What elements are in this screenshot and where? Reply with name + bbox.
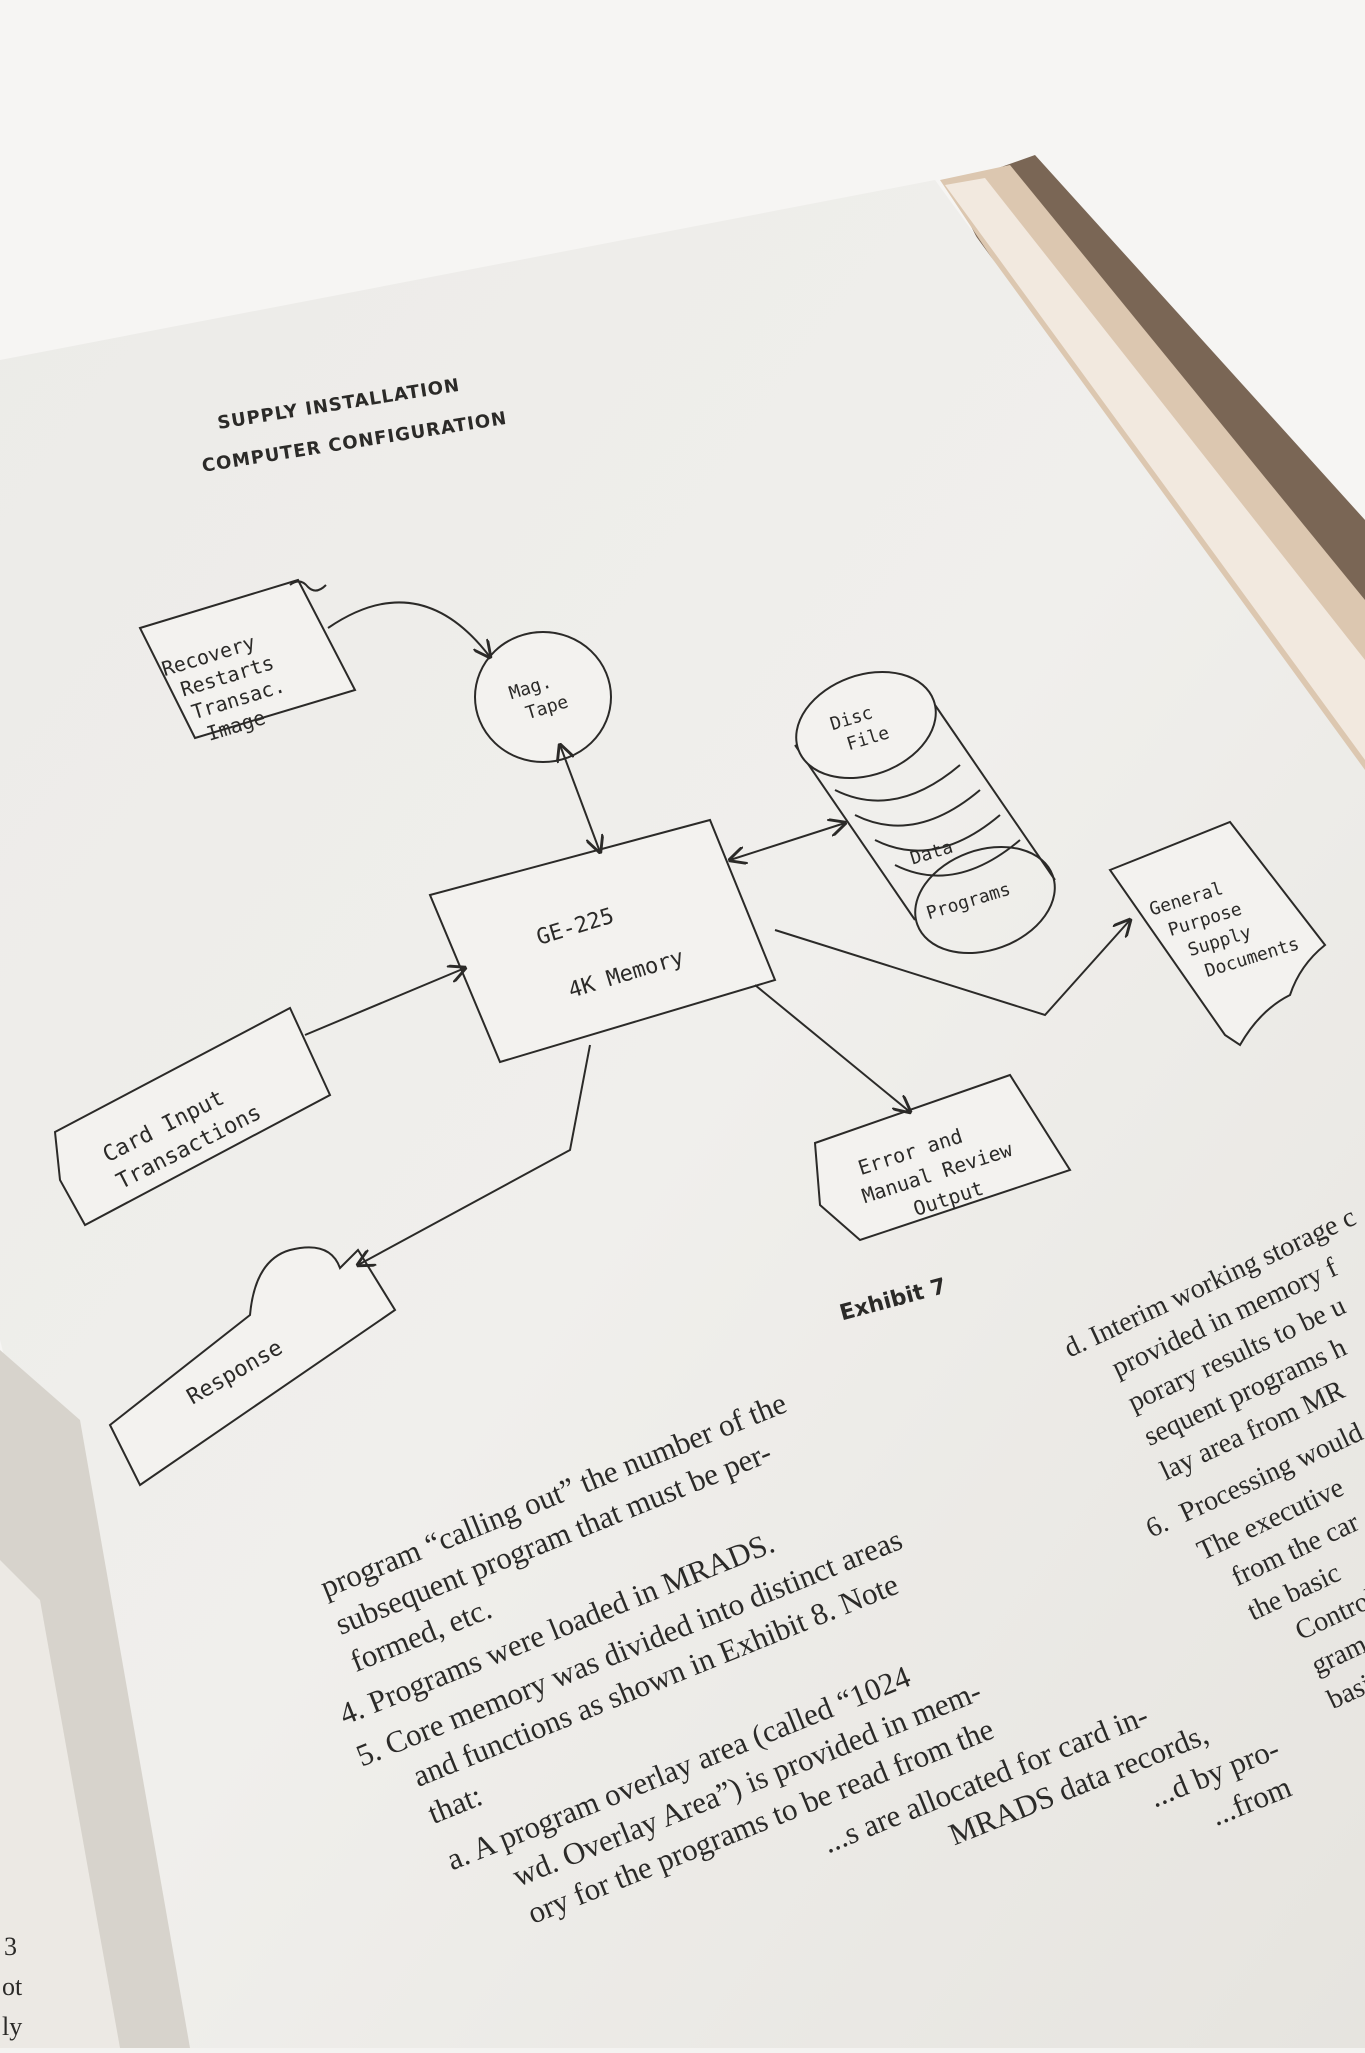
left-page-fragment-3: ly	[2, 2012, 22, 2041]
mag-tape-circle	[475, 632, 611, 762]
left-page-fragment-1: 3	[4, 1932, 17, 1961]
left-page-fragment-2: ot	[2, 1972, 23, 2001]
